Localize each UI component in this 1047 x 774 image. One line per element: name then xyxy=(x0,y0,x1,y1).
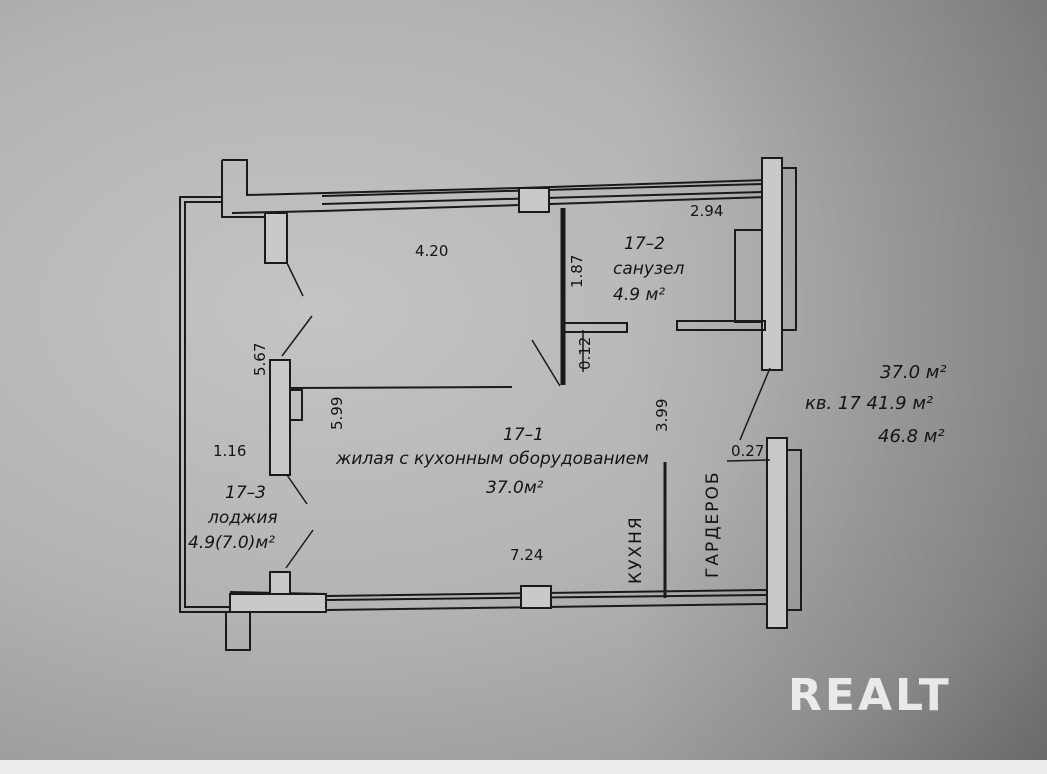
summary-total-with-loggia: 46.8 м² xyxy=(878,426,945,447)
top-left-pier xyxy=(264,212,288,264)
bottom-strip xyxy=(0,760,1047,774)
realt-watermark-logo: REALT xyxy=(788,670,952,721)
summary-living-area: 37.0 м² xyxy=(880,362,947,383)
kitchen-label: КУХНЯ xyxy=(626,515,646,584)
bottom-window-frame xyxy=(520,585,552,609)
dim-loggia-segment: 5.67 xyxy=(251,342,269,376)
dim-bathroom-wall: 1.87 xyxy=(568,254,586,288)
living-code: 17–1 xyxy=(503,425,544,445)
bathroom-code: 17–2 xyxy=(624,234,665,254)
loggia-outline-inner xyxy=(184,201,230,608)
wardrobe-label: ГАРДЕРОБ xyxy=(703,470,723,578)
dim-top-left-width: 4.20 xyxy=(415,242,449,260)
dim-bathroom-width: 2.94 xyxy=(690,202,724,220)
bathroom-name: санузел xyxy=(613,259,685,279)
dim-loggia-depth: 1.16 xyxy=(213,442,247,460)
bottom-left-pier xyxy=(269,571,291,595)
right-wall-lower xyxy=(766,437,788,629)
dim-wall-gap: 0.27 xyxy=(731,442,765,460)
loggia-outline xyxy=(179,196,230,613)
loggia-area: 4.9(7.0)м² xyxy=(188,533,275,553)
loggia-code: 17–3 xyxy=(225,483,266,503)
living-name: жилая с кухонным оборудованием xyxy=(336,449,649,469)
dim-room-depth: 3.99 xyxy=(653,398,671,432)
interior-wall-line xyxy=(289,386,513,389)
dim-living-depth: 5.99 xyxy=(328,396,346,430)
loggia-partition xyxy=(269,359,291,476)
dim-wall-thickness: 0.12 xyxy=(576,336,594,370)
right-wall-upper xyxy=(761,157,783,371)
living-area: 37.0м² xyxy=(486,478,544,498)
top-window-frame xyxy=(518,187,550,213)
bathroom-area: 4.9 м² xyxy=(613,285,666,305)
loggia-name: лоджия xyxy=(208,508,278,528)
bathroom-fixture xyxy=(734,229,763,323)
bathroom-wall-stub-right xyxy=(676,320,766,331)
summary-total-line: кв. 17 41.9 м² xyxy=(805,393,934,414)
dim-bottom-width: 7.24 xyxy=(510,546,544,564)
bathroom-wall-stub-left xyxy=(562,322,628,333)
